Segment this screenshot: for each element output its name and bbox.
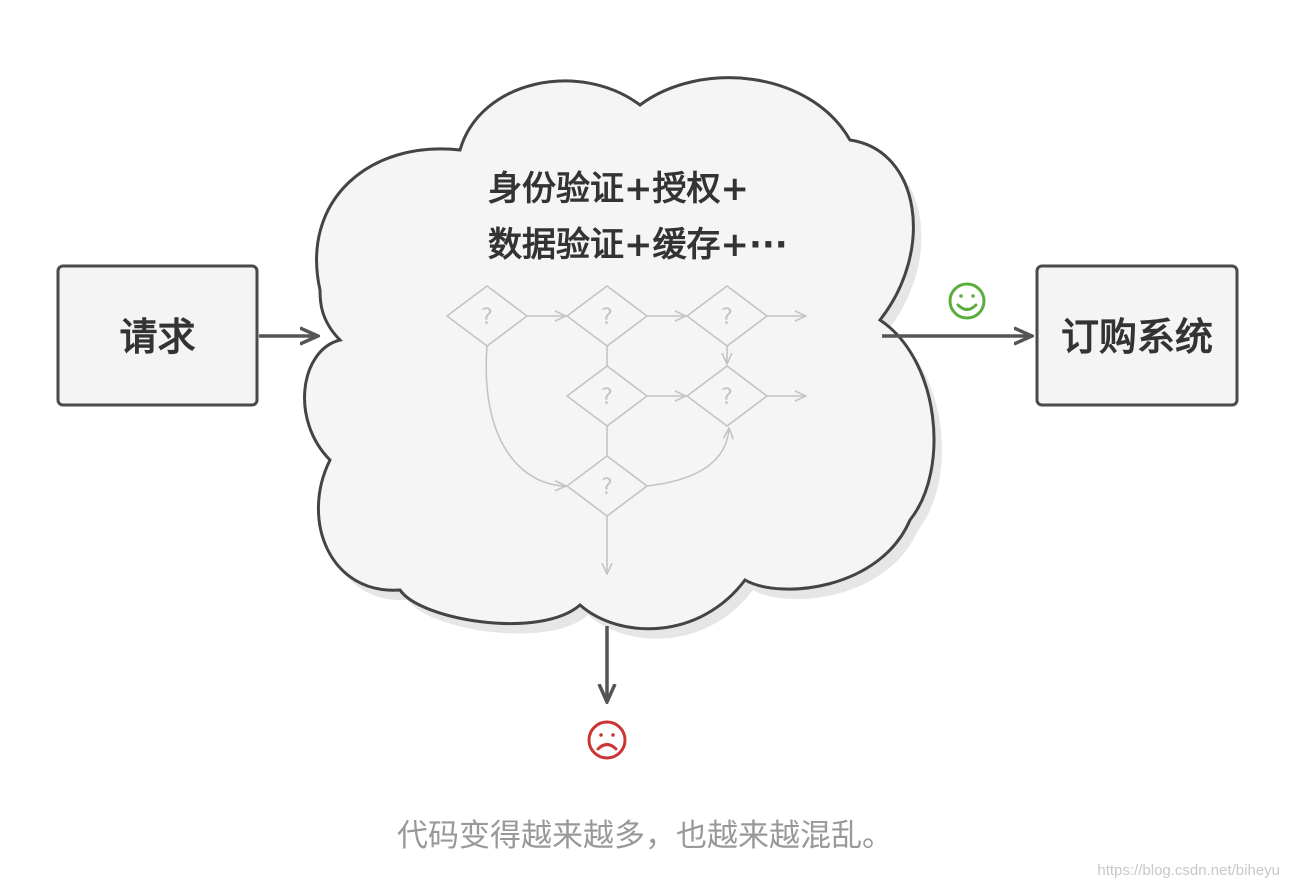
cloud-text-line1: 身份验证+授权+: [488, 169, 749, 209]
caption: 代码变得越来越多，也越来越混乱。: [397, 818, 893, 854]
decision-diamond: [445, 285, 529, 347]
order-system-label: 订购系统: [1061, 315, 1213, 359]
frowning-face-icon: [587, 720, 627, 760]
decision-label: ?: [601, 385, 613, 410]
cloud-text-line2: 数据验证+缓存+···: [488, 225, 788, 265]
order-system-node: 订购系统: [1035, 264, 1239, 407]
decision-diamond: [565, 365, 649, 427]
flow-edge: [485, 345, 566, 486]
decision-label: ?: [481, 305, 493, 330]
request-label: 请求: [119, 315, 195, 359]
decision-label: ?: [721, 305, 733, 330]
decision-diamond: [685, 365, 769, 427]
tangled-flowchart: [445, 285, 806, 574]
request-node: 请求: [56, 264, 259, 407]
decision-diamond: [565, 285, 649, 347]
decision-label: ?: [601, 475, 613, 500]
processing-cloud: 身份验证+授权+ 数据验证+缓存+···: [303, 76, 942, 639]
decision-label: ?: [601, 305, 613, 330]
decision-diamond: [565, 455, 649, 517]
flow-edge: [646, 428, 729, 487]
decision-labels: ? ? ? ? ? ?: [481, 305, 733, 500]
smiley-face-icon: [948, 282, 986, 320]
decision-label: ?: [721, 385, 733, 410]
cloud-body: [303, 76, 936, 631]
decision-diamond: [685, 285, 769, 347]
watermark: https://blog.csdn.net/biheyu: [1097, 862, 1280, 879]
